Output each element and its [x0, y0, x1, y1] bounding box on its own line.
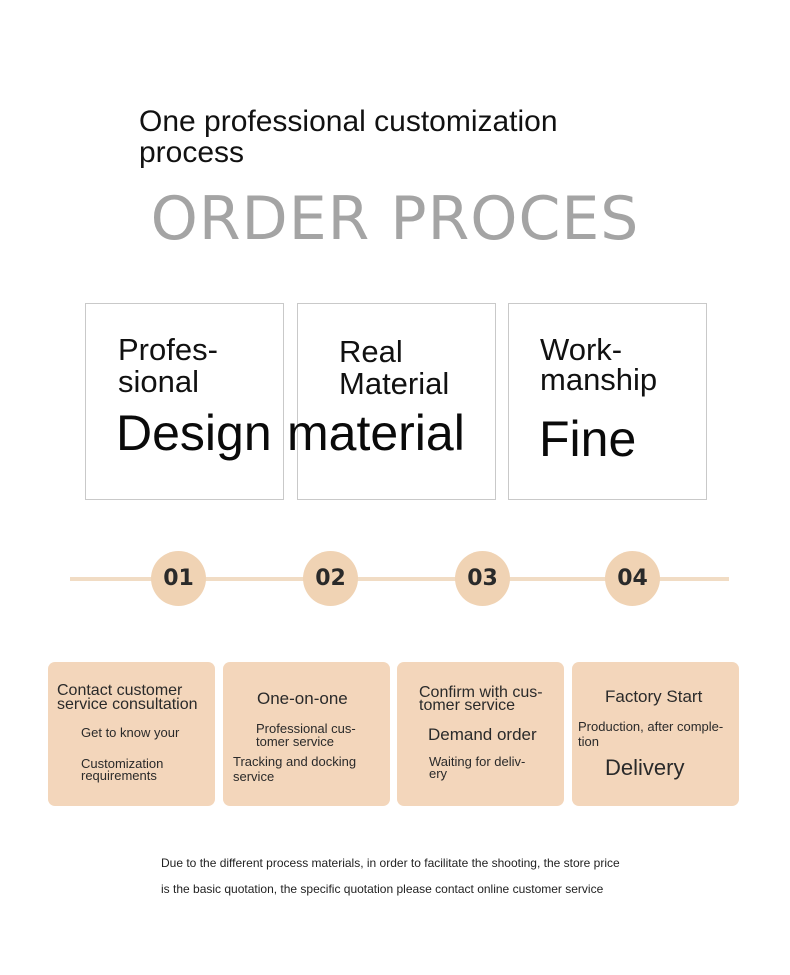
- step-number: 01: [163, 566, 194, 591]
- page-title-line-1: One professional customization: [139, 105, 558, 138]
- feature-box-fine: [508, 303, 707, 500]
- feature-material-label-line-2: Material: [339, 366, 450, 401]
- card-detail-line-2: requirements: [81, 768, 157, 783]
- card-detail: Demand order: [428, 725, 537, 744]
- card-detail-line-2: tion: [578, 734, 599, 749]
- card-detail-line-1: Production, after comple-: [578, 719, 724, 734]
- feature-material-word: material: [287, 405, 465, 461]
- feature-box-design: [85, 303, 284, 500]
- card-detail-line-3: Tracking and docking: [233, 754, 357, 769]
- card-detail-line-2: ery: [429, 766, 448, 781]
- card-title-line-1: Contact customer: [57, 682, 183, 699]
- card-title: One-on-one: [257, 689, 348, 708]
- step-card-one-on-one: One-on-one Professional cus- tomer servi…: [223, 662, 390, 806]
- feature-fine-word: Fine: [539, 411, 637, 467]
- card-detail-line-1: Customization: [81, 756, 164, 771]
- step-number: 02: [315, 566, 346, 591]
- card-title-line-2: tomer service: [419, 697, 516, 714]
- card-detail-line-1: Waiting for deliv-: [429, 754, 526, 769]
- card-title-line-1: Confirm with cus-: [419, 684, 543, 701]
- step-number: 03: [467, 566, 498, 591]
- page-title-line-2: process: [139, 136, 245, 169]
- step-circle-01: 01: [151, 551, 206, 606]
- step-circle-03: 03: [455, 551, 510, 606]
- feature-design-label-line-2: sional: [118, 364, 199, 399]
- footer-note-line-2: is the basic quotation, the specific quo…: [161, 882, 604, 896]
- card-detail-line-4: service: [233, 769, 275, 784]
- feature-material-label-line-1: Real: [339, 334, 403, 369]
- feature-fine-label-line-1: Work-: [540, 332, 623, 367]
- step-circle-02: 02: [303, 551, 358, 606]
- card-title-line-2: service consultation: [57, 696, 198, 713]
- card-detail-line-2: tomer service: [256, 734, 335, 749]
- card-detail-line-1: Professional cus-: [256, 721, 356, 736]
- order-process-heading: ORDER PROCES: [150, 184, 640, 254]
- footer-note-line-1: Due to the different process materials, …: [161, 856, 620, 870]
- step-circle-04: 04: [605, 551, 660, 606]
- step-card-confirm: Confirm with cus- tomer service Demand o…: [397, 662, 564, 806]
- step-card-consultation: Contact customer service consultation Ge…: [48, 662, 215, 806]
- timeline-line: [70, 577, 729, 581]
- feature-design-label-line-1: Profes-: [118, 332, 218, 367]
- card-detail: Get to know your: [81, 725, 180, 740]
- feature-design-word: Design: [116, 405, 272, 461]
- step-card-factory: Factory Start Production, after comple- …: [572, 662, 739, 806]
- feature-box-material: [297, 303, 496, 500]
- feature-fine-label-line-2: manship: [540, 362, 658, 397]
- step-number: 04: [617, 566, 648, 591]
- card-title: Factory Start: [605, 687, 703, 706]
- card-detail-big: Delivery: [605, 755, 685, 780]
